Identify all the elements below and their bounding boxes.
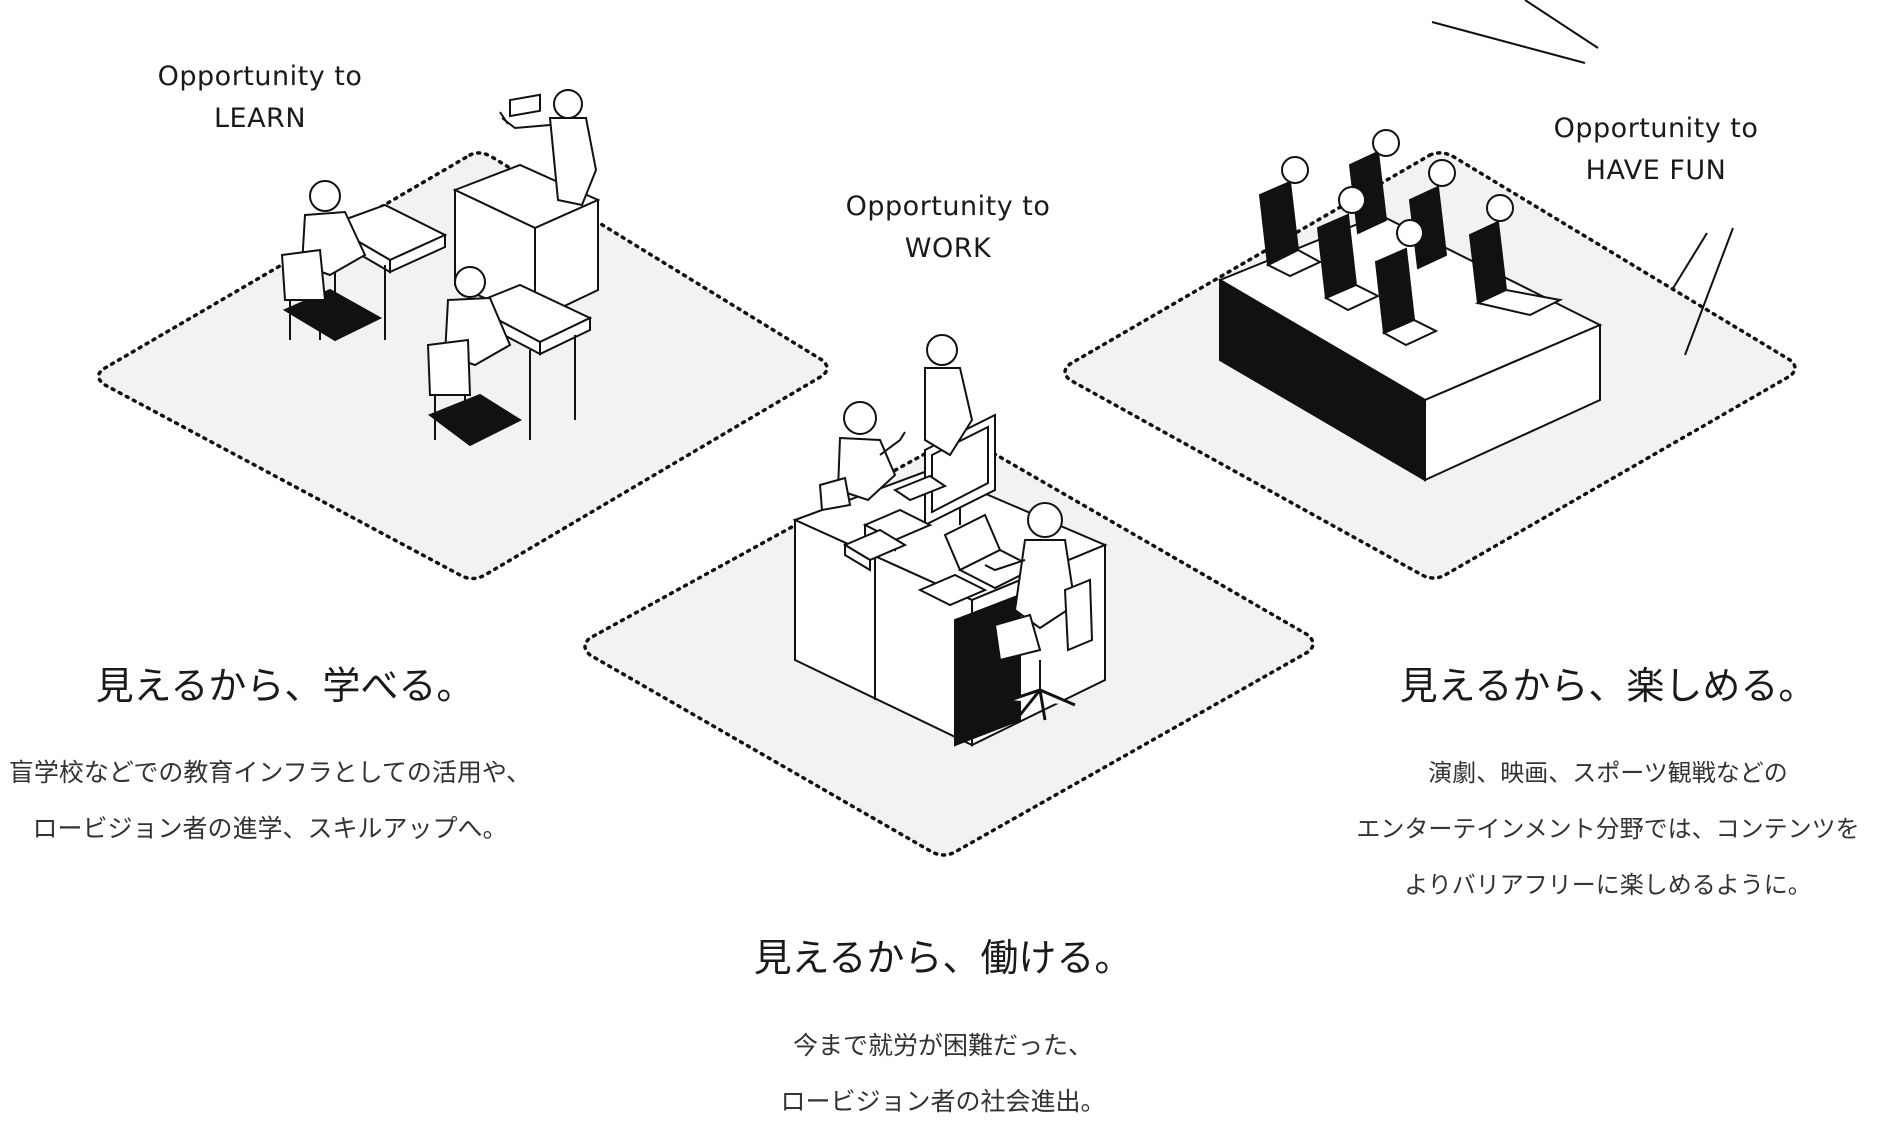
work-tag: Opportunity to WORK — [828, 186, 1068, 270]
learn-zone — [96, 89, 829, 581]
work-desc-line1: 今まで就労が困難だった、 — [792, 1031, 1093, 1060]
document-stack-icon — [842, 508, 988, 607]
fun-desc-line3: よりバリアフリーに楽しめるように。 — [1404, 871, 1812, 899]
theater-seats-icon — [1258, 150, 1564, 347]
work-desc-line2: ロービジョン者の社会進出。 — [780, 1087, 1106, 1116]
learn-desc-line2: ロービジョン者の進学、スキルアップへ。 — [32, 814, 508, 843]
fun-desc-line1: 演劇、映画、スポーツ観戦などの — [1428, 759, 1788, 787]
audience-icon — [1281, 129, 1514, 247]
fun-description: 演劇、映画、スポーツ観戦などの エンターテインメント分野では、コンテンツを より… — [1330, 745, 1886, 913]
fun-desc-line2: エンターテインメント分野では、コンテンツを — [1356, 815, 1860, 843]
student-1-icon — [280, 180, 367, 340]
projection-lines-icon — [1431, 0, 1734, 356]
fun-zone — [1063, 0, 1797, 580]
standing-worker-icon — [924, 334, 974, 457]
fun-heading: 見えるから、楽しめる。 — [1399, 664, 1817, 708]
work-description: 今まで就労が困難だった、 ロービジョン者の社会進出。 — [693, 1018, 1193, 1130]
student-desk-1-icon — [282, 203, 448, 342]
fun-tag-line2: HAVE FUN — [1585, 155, 1727, 186]
work-heading: 見えるから、働ける。 — [753, 936, 1133, 980]
learn-description: 盲学校などでの教育インフラとしての活用や、 ロービジョン者の進学、スキルアップへ… — [0, 745, 540, 857]
student-desk-2-icon — [427, 283, 593, 447]
work-tag-line2: WORK — [904, 233, 992, 264]
work-tag-line1: Opportunity to — [845, 191, 1051, 222]
seated-worker-left-icon — [818, 401, 906, 512]
learn-tag-line2: LEARN — [213, 103, 307, 134]
learn-heading: 見えるから、学べる。 — [95, 664, 475, 708]
learn-tag-line1: Opportunity to — [157, 61, 363, 92]
work-zone — [583, 334, 1315, 857]
learn-desc-line1: 盲学校などでの教育インフラとしての活用や、 — [8, 758, 532, 787]
teacher-icon — [499, 89, 598, 207]
student-2-icon — [426, 266, 512, 440]
fun-tag-line1: Opportunity to — [1553, 113, 1759, 144]
seated-worker-right-icon — [984, 502, 1094, 721]
learn-tag: Opportunity to LEARN — [140, 56, 380, 140]
fun-tag: Opportunity to HAVE FUN — [1536, 108, 1776, 192]
